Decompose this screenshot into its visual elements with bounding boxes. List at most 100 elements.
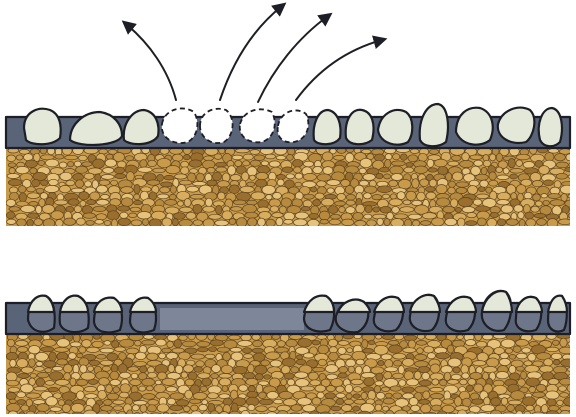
aggregate-pebble xyxy=(295,212,308,219)
aggregate-pebble xyxy=(140,366,147,373)
aggregate-pebble xyxy=(73,174,84,181)
aggregate-pebble xyxy=(293,219,307,226)
aggregate-pebble xyxy=(546,391,559,399)
aggregate-pebble xyxy=(443,206,455,212)
aggregate-pebble xyxy=(423,412,437,417)
aggregate-pebble xyxy=(529,387,536,393)
aggregate-pebble xyxy=(266,195,272,200)
aggregate-pebble xyxy=(189,399,201,404)
aggregate-pebble xyxy=(505,348,512,353)
aggregate-pebble xyxy=(434,159,447,167)
aggregate-pebble xyxy=(9,399,16,403)
aggregate-pebble xyxy=(104,341,111,346)
aggregate-pebble xyxy=(430,387,443,392)
aggregate-pebble xyxy=(497,200,510,205)
aggregate-pebble xyxy=(126,172,134,181)
aggregate-pebble xyxy=(460,160,474,167)
aggregate-pebble xyxy=(549,406,559,412)
aggregate-pebble xyxy=(514,205,523,212)
aggregate-pebble xyxy=(79,347,86,353)
aggregate-pebble xyxy=(372,411,385,417)
aggregate-pebble xyxy=(185,390,193,399)
aggregate-pebble xyxy=(445,218,457,225)
aggregate-pebble xyxy=(132,405,139,411)
aggregate-pebble xyxy=(16,155,23,160)
aggregate-pebble xyxy=(112,219,118,228)
arrow-icon xyxy=(126,24,176,100)
aggregate-pebble xyxy=(277,174,286,179)
aggregate-pebble xyxy=(86,347,99,352)
aggregate-pebble xyxy=(205,198,212,206)
aggregate-pebble xyxy=(458,197,472,206)
aggregate-pebble xyxy=(80,201,86,207)
aggregate-pebble xyxy=(325,365,338,373)
chipping-top xyxy=(410,295,440,312)
aggregate-pebble xyxy=(196,361,205,367)
aggregate-pebble xyxy=(455,207,461,212)
aggregate-pebble xyxy=(415,354,427,360)
aggregate-pebble xyxy=(121,187,134,194)
aggregate-pebble xyxy=(344,399,353,404)
aggregate-pebble xyxy=(478,187,485,192)
aggregate-pebble xyxy=(279,206,286,213)
aggregate-pebble xyxy=(218,192,226,200)
aggregate-pebble xyxy=(496,153,502,161)
aggregate-pebble xyxy=(555,154,566,161)
aggregate-pebble xyxy=(317,181,327,187)
aggregate-pebble xyxy=(511,391,525,400)
aggregate-pebble xyxy=(560,185,573,194)
aggregate-pebble xyxy=(118,218,130,225)
aggregate-pebble xyxy=(55,347,69,352)
aggregate-pebble xyxy=(375,335,381,339)
aggregate-pebble xyxy=(90,192,100,200)
aggregate-pebble xyxy=(230,348,242,353)
aggregate-pebble xyxy=(215,220,229,226)
chipping xyxy=(124,110,159,144)
aggregate-pebble xyxy=(466,221,477,226)
aggregate-pebble xyxy=(24,154,33,161)
aggregate-pebble xyxy=(142,340,155,345)
aggregate-pebble xyxy=(266,352,280,360)
aggregate-pebble xyxy=(210,411,219,417)
aggregate-pebble xyxy=(244,354,253,359)
aggregate-pebble xyxy=(45,368,52,373)
chipping xyxy=(314,110,341,144)
aggregate-pebble xyxy=(106,154,113,159)
aggregate-pebble xyxy=(404,167,414,173)
aggregate-pebble xyxy=(458,218,465,227)
aggregate-pebble xyxy=(510,174,518,179)
aggregate-pebble xyxy=(524,411,531,417)
aggregate-pebble xyxy=(93,159,105,168)
aggregate-pebble xyxy=(546,347,558,352)
aggregate-pebble xyxy=(81,372,95,380)
aggregate-pebble xyxy=(270,206,278,212)
aggregate-pebble xyxy=(436,198,449,207)
aggregate-pebble xyxy=(96,185,107,193)
aggregate-pebble xyxy=(335,201,346,206)
aggregate-pebble xyxy=(128,367,139,372)
aggregate-pebble xyxy=(8,163,16,167)
aggregate-pebble xyxy=(568,341,576,347)
aggregate-pebble xyxy=(568,213,576,219)
aggregate-pebble xyxy=(76,218,85,225)
aggregate-pebble xyxy=(489,180,498,186)
aggregate-pebble xyxy=(242,172,249,181)
aggregate-pebble xyxy=(326,386,335,392)
aggregate-pebble xyxy=(526,378,540,387)
aggregate-pebble xyxy=(148,160,157,166)
aggregate-pebble xyxy=(163,412,169,417)
aggregate-pebble xyxy=(345,153,354,162)
aggregate-pebble xyxy=(481,405,495,412)
aggregate-pebble xyxy=(246,378,258,385)
aggregate-pebble xyxy=(221,365,233,373)
aggregate-pebble xyxy=(533,194,541,201)
aggregate-pebble xyxy=(6,392,16,399)
aggregate-pebble xyxy=(452,155,462,161)
aggregate-pebble xyxy=(508,400,521,405)
aggregate-pebble xyxy=(522,348,531,353)
aggregate-pebble xyxy=(229,411,240,417)
aggregate-pebble xyxy=(259,392,267,399)
aggregate-pebble xyxy=(462,153,470,161)
aggregate-pebble xyxy=(184,199,191,207)
aggregate-pebble xyxy=(346,194,355,200)
